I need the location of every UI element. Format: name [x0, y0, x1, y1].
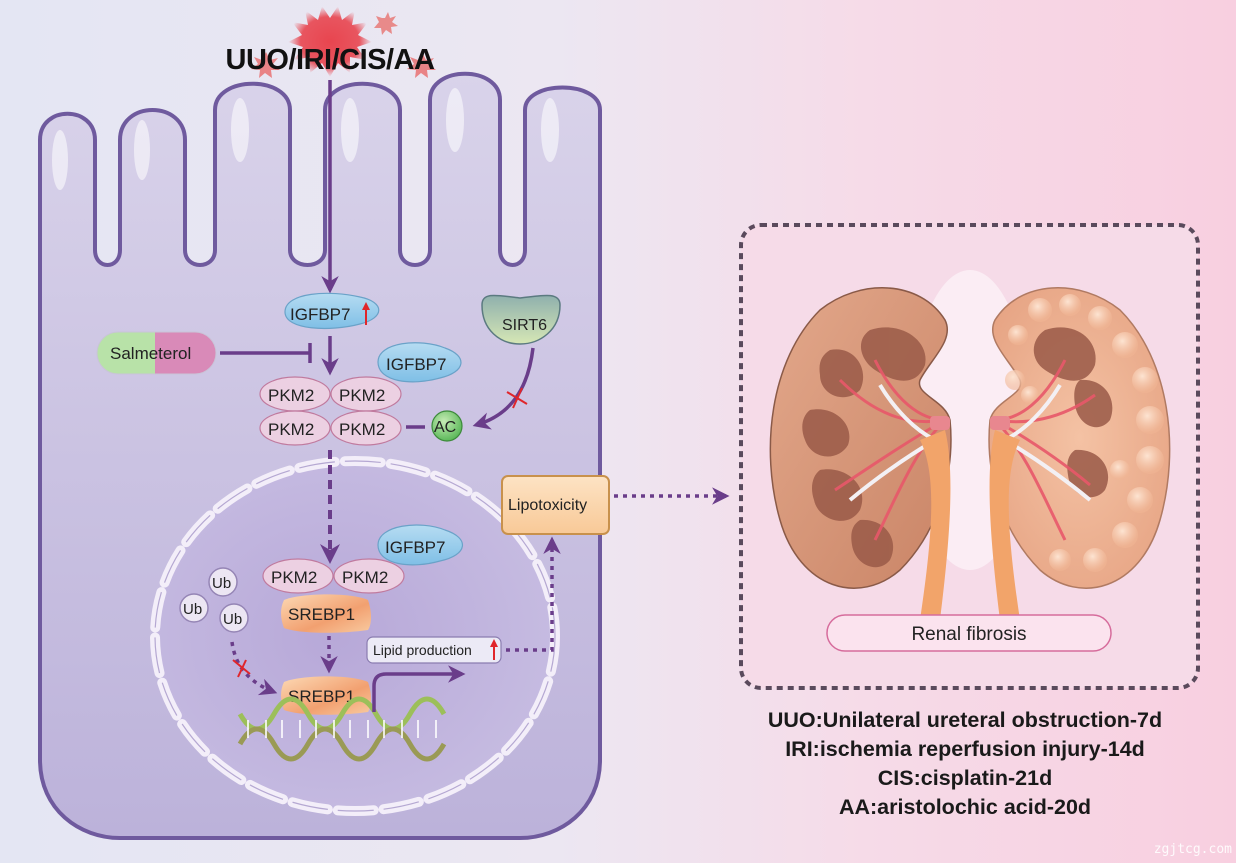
- renal-fibrosis-badge: Renal fibrosis: [826, 614, 1112, 652]
- sirt6: SIRT6: [481, 294, 561, 345]
- renal-fibrosis-label: Renal fibrosis: [911, 624, 1026, 645]
- sirt6-to-ac-arrow: [472, 347, 535, 430]
- dna-helix-icon: [237, 696, 447, 762]
- blocked-x-icon: [232, 659, 251, 678]
- pkm2-label: PKM2: [339, 386, 385, 405]
- ubiquitin-group: Ub Ub Ub: [179, 567, 249, 633]
- lipotoxicity-label: Lipotoxicity: [508, 497, 587, 514]
- igfbp7-cytoplasm: IGFBP7: [377, 342, 462, 383]
- igfbp7-up-label: IGFBP7: [290, 305, 350, 324]
- legend-item: UUO:Unilateral ureteral obstruction-7d: [767, 708, 1163, 732]
- pkm2-label: PKM2: [268, 420, 314, 439]
- up-arrow-icon: [490, 639, 498, 660]
- lipotoxicity-box: Lipotoxicity: [501, 475, 610, 535]
- srebp1-label: SREBP1: [288, 605, 355, 624]
- legend-item: IRI:ischemia reperfusion injury-14d: [785, 737, 1145, 761]
- transcription-arrow: [372, 665, 466, 712]
- lipid-production-label: Lipid production: [373, 642, 472, 658]
- igfbp7-cyto-label: IGFBP7: [386, 355, 446, 374]
- lipid-kidney: [988, 287, 1171, 620]
- srebp1-bottom: SREBP1: [281, 676, 371, 715]
- lipid-production-box: Lipid production: [366, 636, 502, 664]
- srebp1-label: SREBP1: [288, 687, 355, 706]
- legend-item: CIS:cisplatin-21d: [877, 766, 1053, 790]
- igfbp7-nucleus: IGFBP7: [377, 524, 464, 566]
- pkm2-label: PKM2: [268, 386, 314, 405]
- salmeterol-label: Salmeterol: [110, 344, 191, 363]
- igfbp7-nuc-label: IGFBP7: [385, 538, 445, 557]
- legend-item: AA:aristolochic acid-20d: [838, 795, 1092, 819]
- up-arrow-icon: [362, 302, 370, 325]
- pkm2-label: PKM2: [342, 568, 388, 587]
- pkm2-label: PKM2: [271, 568, 317, 587]
- blocked-x-icon: [506, 387, 528, 409]
- ub-label: Ub: [212, 575, 231, 592]
- igfbp7-upregulated: IGFBP7: [284, 292, 380, 330]
- sirt6-label: SIRT6: [502, 317, 547, 334]
- ac-label: AC: [434, 419, 456, 436]
- legend: UUO:Unilateral ureteral obstruction-7d I…: [730, 706, 1200, 822]
- fibrotic-kidney: [769, 287, 952, 620]
- acetylation-ac: AC: [431, 410, 463, 442]
- watermark: zgjtcg.com: [1153, 842, 1232, 857]
- pkm2-dimer: PKM2 PKM2: [262, 558, 405, 594]
- ub-label: Ub: [183, 601, 202, 618]
- salmeterol-pill: Salmeterol: [96, 331, 217, 375]
- pkm2-tetramer: PKM2 PKM2 PKM2 PKM2: [259, 376, 402, 446]
- lipid-to-lipotoxicity-arrow: [506, 536, 561, 652]
- stimulus-title: UUO/IRI/CIS/AA: [225, 44, 435, 76]
- pkm2-label: PKM2: [339, 420, 385, 439]
- inhibition-line: [220, 343, 312, 363]
- injury-burst-icon: [251, 6, 436, 78]
- srebp1-top: SREBP1: [281, 594, 371, 633]
- ub-label: Ub: [223, 611, 242, 628]
